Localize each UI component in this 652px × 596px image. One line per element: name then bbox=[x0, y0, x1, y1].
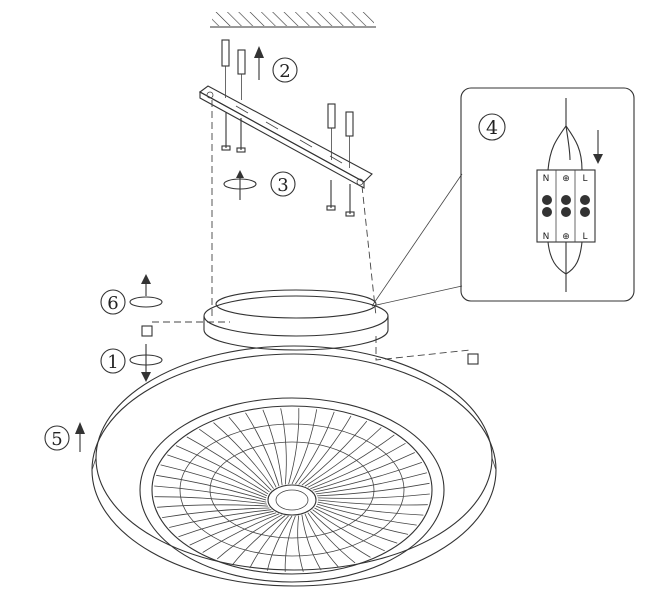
grille-spoke bbox=[310, 511, 371, 558]
grille-spoke bbox=[304, 427, 382, 487]
screws bbox=[221, 112, 355, 217]
grille-spoke bbox=[175, 445, 269, 495]
grille-spoke bbox=[315, 505, 409, 535]
wall-plug-right-2 bbox=[345, 111, 354, 168]
screw-left-1 bbox=[221, 112, 231, 151]
grille-spoke bbox=[317, 482, 430, 497]
grille-spoke bbox=[314, 462, 423, 493]
svg-text:6: 6 bbox=[107, 293, 118, 314]
grille-spoke bbox=[315, 472, 428, 495]
step-1-marker: 1 bbox=[100, 348, 126, 374]
grille-spoke bbox=[317, 493, 430, 499]
grille-spoke bbox=[314, 507, 398, 544]
step-4-marker: 4 bbox=[478, 113, 506, 141]
grille-spoke bbox=[157, 504, 269, 508]
step-5-lift-arrow-icon bbox=[75, 422, 85, 452]
grille-spoke bbox=[317, 501, 424, 516]
terminal-screws bbox=[542, 195, 590, 217]
grille-spoke bbox=[301, 420, 368, 486]
grille-spoke bbox=[228, 416, 277, 488]
wall-plug-left-2 bbox=[237, 49, 246, 100]
step-3-marker: 3 bbox=[270, 171, 296, 197]
fixing-knobs bbox=[141, 325, 479, 365]
fan-grille bbox=[151, 405, 433, 575]
svg-text:5: 5 bbox=[51, 429, 62, 450]
wiring-inset: N ⊕ L N ⊕ L bbox=[371, 87, 635, 307]
grille-spoke bbox=[169, 509, 272, 528]
grille-spoke bbox=[266, 515, 293, 571]
terminal-label-bottom-l: L bbox=[582, 232, 587, 242]
grille-spoke bbox=[249, 515, 289, 569]
screw-left-2 bbox=[236, 118, 246, 153]
terminal-label-top-earth: ⊕ bbox=[562, 174, 570, 184]
fan-body bbox=[91, 345, 497, 587]
grille-spoke bbox=[307, 434, 395, 488]
grille-spoke bbox=[310, 442, 406, 490]
grille-spoke bbox=[280, 408, 287, 485]
grille-spoke bbox=[156, 474, 267, 501]
terminal-label-bottom-n: N bbox=[543, 232, 550, 242]
screw-right-1 bbox=[326, 180, 336, 211]
grille-spoke bbox=[312, 452, 415, 491]
grille-spoke bbox=[288, 408, 300, 485]
svg-text:1: 1 bbox=[107, 352, 118, 373]
grille-spoke bbox=[199, 428, 272, 491]
grille-spoke bbox=[312, 509, 385, 552]
step-6-marker: 6 bbox=[100, 289, 126, 315]
terminal-label-bottom-earth: ⊕ bbox=[562, 232, 570, 242]
terminal-block: N ⊕ L N ⊕ L bbox=[536, 169, 596, 243]
terminal-label-top-l: L bbox=[582, 174, 587, 184]
grille-spokes bbox=[154, 408, 430, 572]
grille-spoke bbox=[186, 436, 270, 493]
grille-spoke bbox=[304, 513, 339, 568]
fan-cable-bottom bbox=[547, 241, 583, 292]
fixing-knob-left bbox=[141, 325, 153, 337]
wall-plug-left-1 bbox=[221, 39, 230, 98]
rotate-screw-icon bbox=[223, 170, 257, 200]
grille-spoke bbox=[202, 513, 280, 553]
grille-spoke bbox=[301, 514, 322, 571]
grille-spoke bbox=[295, 411, 335, 485]
step-2-marker: 2 bbox=[272, 57, 298, 83]
terminal-label-top-n: N bbox=[543, 174, 550, 184]
grille-spoke bbox=[216, 514, 283, 560]
svg-text:4: 4 bbox=[486, 117, 498, 139]
grille-spoke bbox=[297, 515, 304, 572]
step-markers: 2 3 4 6 1 5 bbox=[44, 57, 506, 451]
lift-arrow-icon bbox=[254, 46, 264, 80]
grille-spoke bbox=[167, 454, 268, 497]
grille-spoke bbox=[307, 512, 356, 564]
canopy bbox=[203, 289, 389, 351]
grille-spoke bbox=[298, 415, 352, 485]
grille-spoke bbox=[178, 510, 274, 538]
screw-right-2 bbox=[345, 184, 355, 217]
supply-cable-top bbox=[547, 98, 583, 171]
svg-text:2: 2 bbox=[279, 61, 290, 82]
mounting-bracket bbox=[198, 85, 373, 189]
grille-spoke bbox=[162, 507, 270, 518]
grille-spoke bbox=[232, 515, 286, 565]
grille-spoke bbox=[154, 496, 267, 505]
grille-spoke bbox=[245, 412, 280, 487]
insert-arrow-icon bbox=[593, 130, 603, 164]
grille-spoke bbox=[284, 515, 296, 572]
grille-spoke bbox=[189, 512, 277, 546]
fixing-knob-right bbox=[467, 353, 479, 365]
grille-spoke bbox=[317, 499, 428, 506]
grille-spoke bbox=[262, 409, 283, 486]
ceiling bbox=[210, 12, 376, 28]
svg-text:3: 3 bbox=[277, 175, 288, 196]
step-1-rotate-icon bbox=[129, 344, 163, 382]
alignment-guides bbox=[152, 100, 471, 361]
step-5-marker: 5 bbox=[44, 425, 70, 451]
grille-spoke bbox=[154, 485, 267, 503]
grille-spoke bbox=[316, 503, 417, 526]
wall-plugs bbox=[221, 39, 354, 168]
wall-plug-right-1 bbox=[327, 103, 336, 160]
grille-spoke bbox=[291, 409, 318, 485]
grille-spoke bbox=[213, 422, 274, 489]
step-6-rotate-icon bbox=[129, 274, 163, 308]
grille-spoke bbox=[160, 464, 267, 499]
